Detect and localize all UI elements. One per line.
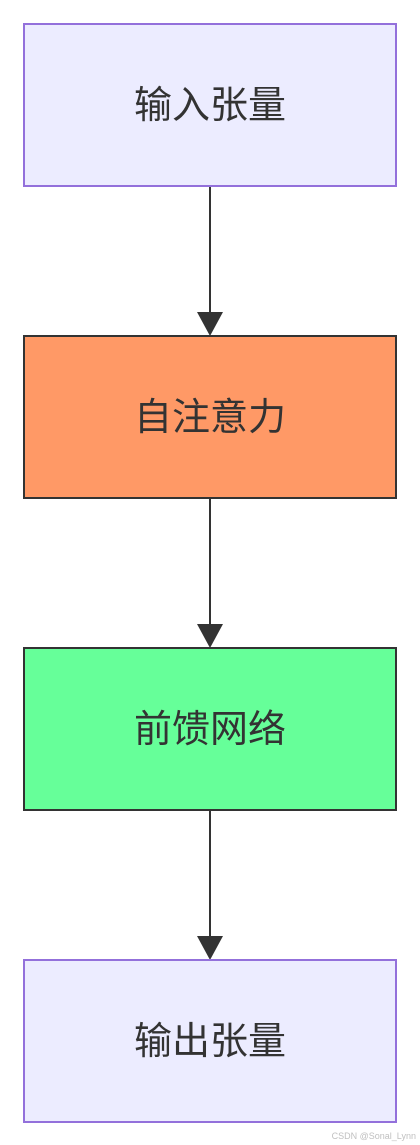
node-feed-forward-box [23,647,397,811]
node-self-attention[interactable]: 自注意力 [23,335,397,499]
node-output-tensor-label: 输出张量 [134,1019,286,1063]
node-feed-forward-label: 前馈网络 [134,707,286,751]
edge-input-to-attention-arrow [197,312,223,336]
node-input-tensor-label: 输入张量 [134,83,286,127]
node-input-tensor[interactable]: 输入张量 [23,23,397,187]
edge-ffn-to-output-arrow [197,936,223,960]
node-input-tensor-box [23,23,397,187]
edge-attention-to-ffn-arrow [197,624,223,648]
node-output-tensor[interactable]: 输出张量 [23,959,397,1123]
node-output-tensor-box [23,959,397,1123]
node-feed-forward[interactable]: 前馈网络 [23,647,397,811]
edges [197,186,223,960]
node-self-attention-box [23,335,397,499]
watermark: CSDN @Sonal_Lynn [331,1131,416,1141]
node-self-attention-label: 自注意力 [134,395,286,439]
